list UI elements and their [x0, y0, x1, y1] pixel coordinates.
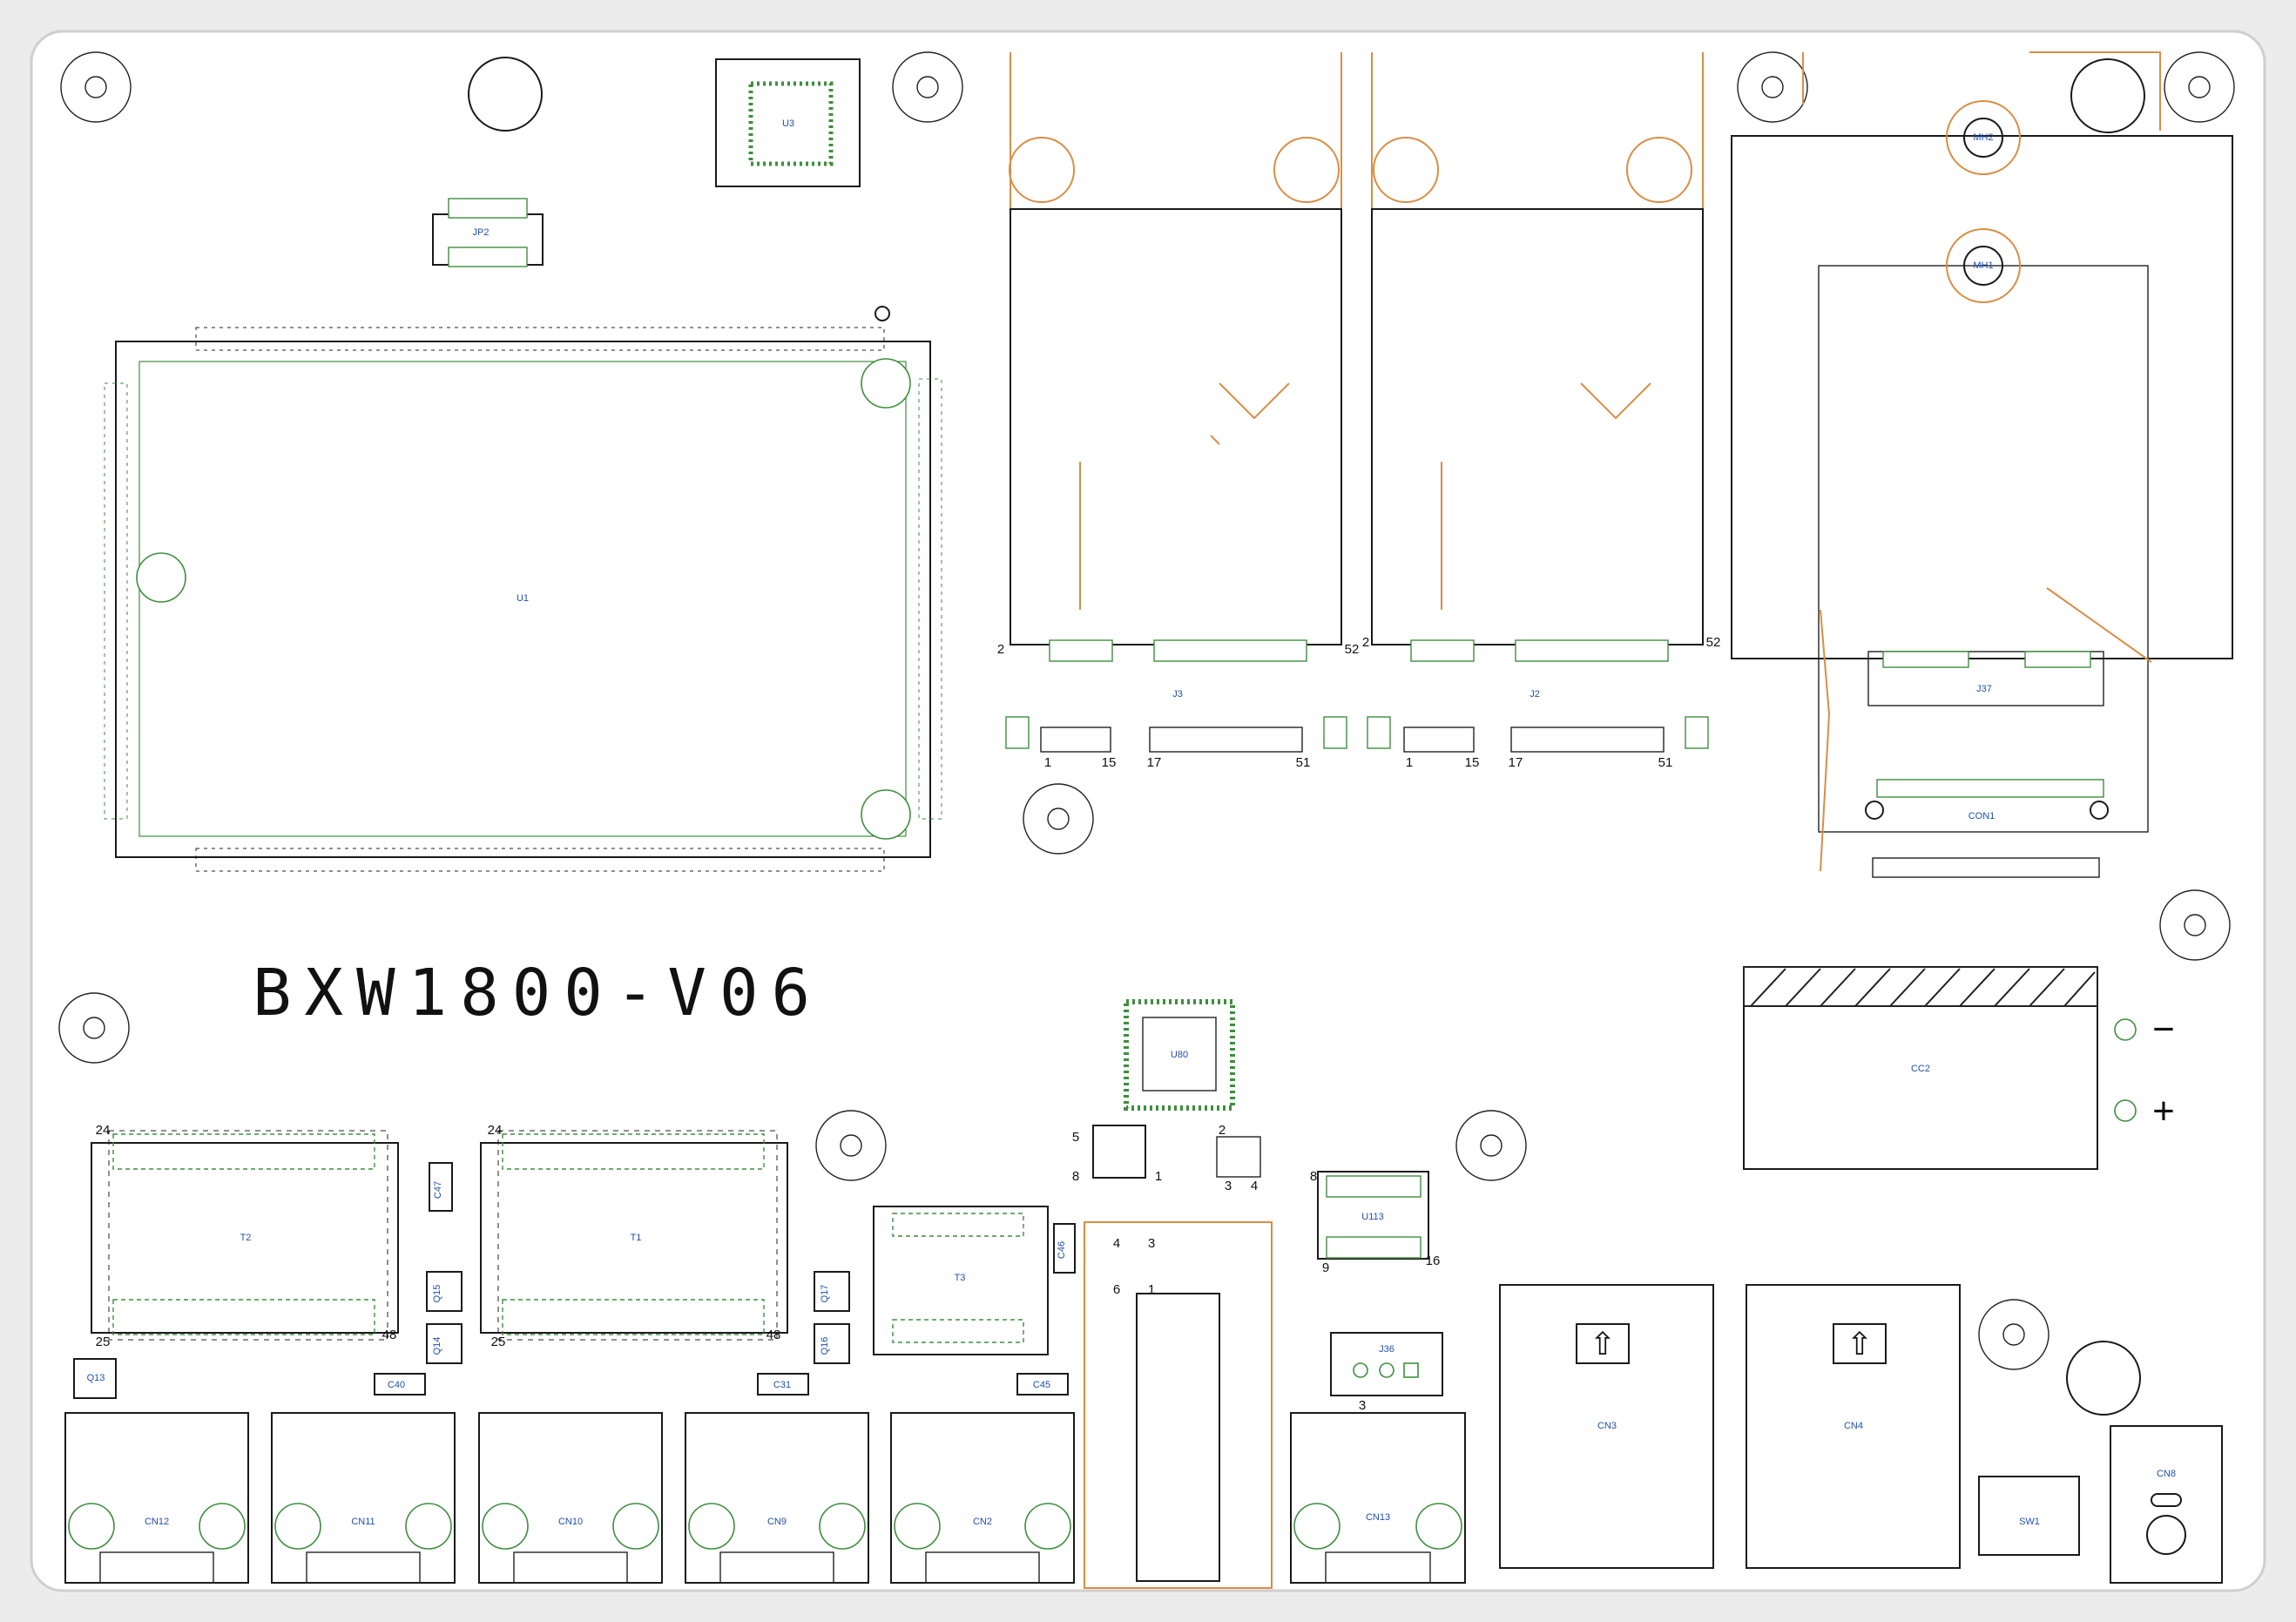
j2-pin-17: 17	[1509, 755, 1523, 770]
cn4-refdes: CN4	[1844, 1421, 1863, 1431]
j36-header: J36 3	[1330, 1332, 1443, 1413]
pin-c4: 4	[1113, 1236, 1120, 1251]
passive-components: C47 C40 C31 C45 C46 Q13 Q14 Q15 Q16 Q17	[73, 1162, 1076, 1399]
t1-pin-48: 48	[766, 1328, 781, 1342]
u113-pin-8: 8	[1310, 1169, 1317, 1184]
pin-c1: 1	[1148, 1282, 1155, 1297]
mh1-refdes: MH1	[1973, 260, 1993, 271]
t3-transformer: T3	[873, 1206, 1049, 1355]
cn3-refdes: CN3	[1597, 1421, 1617, 1431]
j2-pin-2: 2	[1362, 635, 1369, 650]
j3-card-connector: J3 2 52 1 15 17 51	[997, 52, 1360, 770]
pin-c6: 6	[1113, 1282, 1120, 1297]
j2-pin-51: 51	[1658, 755, 1673, 770]
c45-refdes: C45	[1033, 1380, 1050, 1390]
t2-refdes: T2	[240, 1233, 252, 1243]
q15-refdes: Q15	[432, 1285, 442, 1303]
battery-minus: −	[2152, 1008, 2175, 1051]
pin-c3: 3	[1148, 1236, 1155, 1251]
t2-pin-48: 48	[382, 1328, 397, 1342]
mh2-refdes: MH2	[1973, 132, 1993, 143]
c31-refdes: C31	[773, 1380, 791, 1390]
module-area: MH2 MH1 J37 CON1	[1731, 51, 2233, 878]
j3-refdes: J3	[1172, 689, 1183, 699]
j2-refdes: J2	[1530, 689, 1540, 699]
j36-pin-3: 3	[1359, 1398, 1366, 1413]
t3-refdes: T3	[955, 1273, 966, 1283]
cn4-card-slot: ⇧ CN4	[1746, 1284, 1961, 1569]
q17-refdes: Q17	[820, 1285, 830, 1303]
q14-refdes: Q14	[432, 1337, 442, 1355]
cn8-power-jack: CN8	[2110, 1425, 2223, 1584]
cn3-card-slot: ⇧ CN3	[1499, 1284, 1714, 1569]
t2-pin-24: 24	[96, 1123, 111, 1138]
pin-8: 8	[1072, 1169, 1079, 1184]
usb-connector-area	[1084, 1221, 1273, 1589]
svg-text:⇧: ⇧	[1847, 1326, 1873, 1362]
c46-refdes: C46	[1057, 1241, 1067, 1259]
j3-pin-17: 17	[1147, 755, 1162, 770]
pin-1: 1	[1155, 1169, 1162, 1184]
board-title: BXW1800-V06	[253, 956, 823, 1031]
jp2-refdes: JP2	[473, 227, 490, 238]
t1-refdes: T1	[631, 1233, 642, 1243]
t1-pin-25: 25	[491, 1335, 506, 1349]
j3-pin-52: 52	[1345, 642, 1360, 657]
u3-bga-footprint: U3	[715, 58, 861, 187]
mounting-holes	[58, 51, 2235, 1416]
u113-pin-9: 9	[1322, 1260, 1329, 1275]
t2-transformer: T2 24 25 48	[91, 1123, 399, 1349]
cn2-refdes: CN2	[973, 1517, 992, 1527]
j2-card-connector: J2 2 52 1 15 17 51	[1362, 52, 1721, 770]
sw1-refdes: SW1	[2019, 1517, 2040, 1527]
u1-soc-footprint: U1	[104, 306, 942, 872]
cn12-refdes: CN12	[145, 1517, 169, 1527]
cn9-refdes: CN9	[767, 1517, 787, 1527]
j3-pin-15: 15	[1102, 755, 1117, 770]
pin-4: 4	[1251, 1179, 1258, 1193]
battery-plus: +	[2152, 1090, 2175, 1132]
cc2-refdes: CC2	[1911, 1064, 1930, 1074]
u1-refdes: U1	[517, 593, 529, 604]
sw1-switch: SW1	[1978, 1476, 2080, 1556]
u80-refdes: U80	[1171, 1050, 1188, 1060]
j2-pin-15: 15	[1465, 755, 1480, 770]
t2-pin-25: 25	[96, 1335, 111, 1349]
q13-refdes: Q13	[87, 1373, 105, 1383]
j37-refdes: J37	[1976, 684, 1992, 694]
t1-pin-24: 24	[488, 1123, 503, 1138]
cn13-refdes: CN13	[1366, 1512, 1390, 1523]
con1-refdes: CON1	[1968, 811, 1995, 821]
c47-refdes: C47	[433, 1181, 443, 1199]
j3-pin-2: 2	[997, 642, 1004, 657]
j2-pin-52: 52	[1706, 635, 1721, 650]
pin-3: 3	[1225, 1179, 1232, 1193]
svg-text:⇧: ⇧	[1590, 1326, 1616, 1362]
cn11-refdes: CN11	[351, 1517, 375, 1527]
cc2-battery-holder: CC2 − +	[1743, 966, 2175, 1170]
pin-2: 2	[1219, 1123, 1226, 1138]
rj45-connectors: CN12 CN11 CN10 CN9 CN2 CN13	[64, 1412, 1466, 1584]
cn8-refdes: CN8	[2157, 1469, 2176, 1479]
c40-refdes: C40	[388, 1380, 405, 1390]
board-outline	[30, 30, 2266, 1592]
small-ic-pin-labels: 5 8 1 2 3 4 4 3 6 1	[1072, 1123, 1261, 1297]
q16-refdes: Q16	[820, 1337, 830, 1355]
j36-refdes: J36	[1379, 1344, 1394, 1355]
pin-5: 5	[1072, 1130, 1079, 1145]
jp2-header: JP2	[432, 198, 544, 267]
u113-refdes: U113	[1361, 1212, 1383, 1222]
j3-pin-1: 1	[1044, 755, 1051, 770]
j2-pin-1: 1	[1406, 755, 1413, 770]
j3-pin-51: 51	[1296, 755, 1311, 770]
u113-chip-footprint: U113 8 9 16	[1310, 1169, 1441, 1275]
u113-pin-16: 16	[1426, 1254, 1441, 1268]
cn10-refdes: CN10	[558, 1517, 583, 1527]
t1-transformer: T1 24 25 48	[480, 1123, 788, 1349]
u80-chip-footprint: U80	[1124, 999, 1235, 1111]
u3-refdes: U3	[782, 118, 794, 129]
